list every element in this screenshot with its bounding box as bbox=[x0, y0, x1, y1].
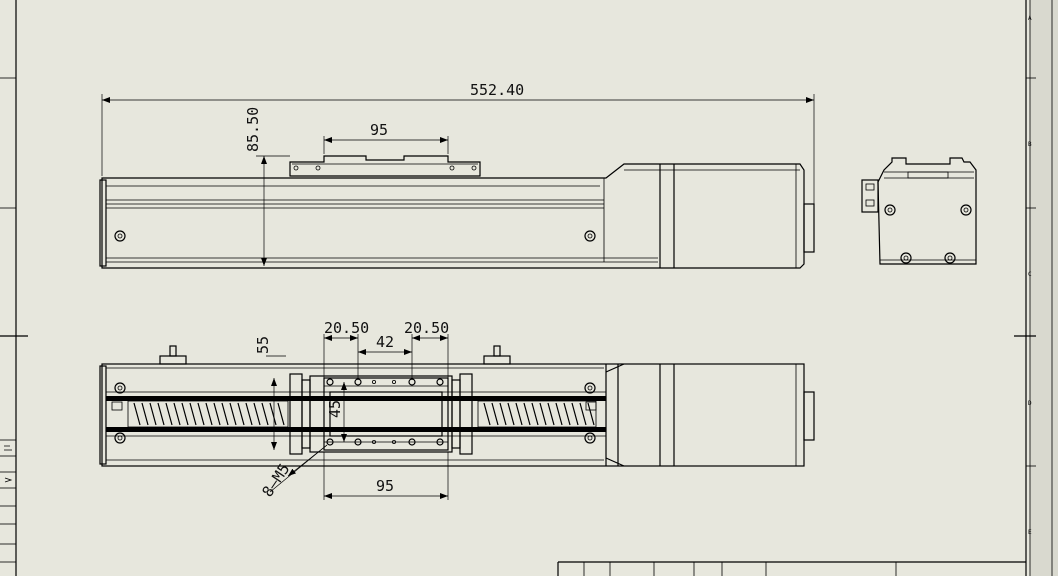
hole-offset-right-label: 20.50 bbox=[404, 319, 449, 337]
top-dimensions: 20.50 20.50 42 55 45 95 8—M5 bbox=[254, 319, 449, 500]
rail-offset-label: 55 bbox=[254, 336, 272, 354]
carriage-length-top-label: 95 bbox=[370, 121, 388, 139]
hole-pitch-label: 42 bbox=[376, 333, 394, 351]
zone-letter-a: A bbox=[1028, 15, 1032, 22]
carriage-width-label: 45 bbox=[326, 400, 344, 418]
hole-offset-left-label: 20.50 bbox=[324, 319, 369, 337]
title-block bbox=[557, 561, 1026, 576]
side-view bbox=[861, 157, 977, 265]
zone-letter-d: D bbox=[1028, 400, 1032, 407]
zone-letter-c: C bbox=[1028, 271, 1032, 278]
overall-length-label: 552.40 bbox=[470, 81, 524, 99]
top-view bbox=[99, 345, 815, 467]
carriage-length-bottom-label: 95 bbox=[376, 477, 394, 495]
height-label: 85.50 bbox=[244, 107, 262, 152]
zone-letter-e: E bbox=[1028, 529, 1032, 536]
front-view bbox=[99, 155, 815, 269]
left-revision-table bbox=[0, 439, 16, 563]
front-dimensions: 552.40 95 85.50 bbox=[101, 81, 815, 266]
zone-letter-b: B bbox=[1028, 141, 1032, 148]
